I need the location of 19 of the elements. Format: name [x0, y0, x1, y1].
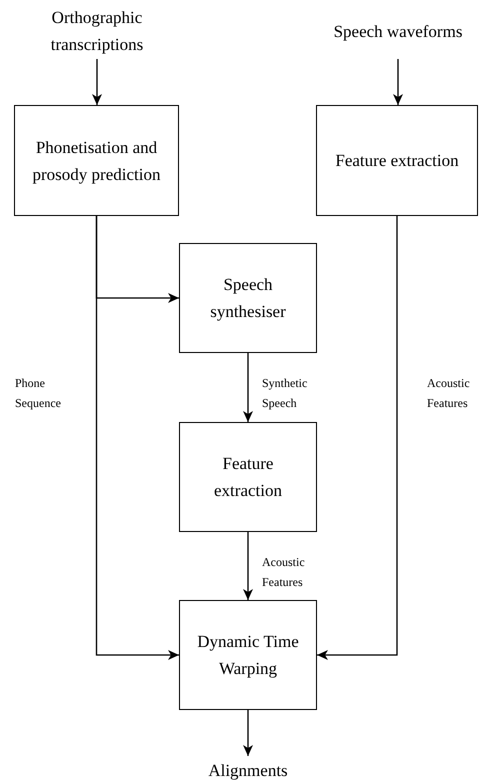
arrow [243, 532, 253, 600]
text-label: Alignments [188, 756, 308, 784]
process-box: Phonetisation and prosody prediction [14, 105, 179, 216]
process-box: Feature extraction [179, 422, 317, 532]
arrow [317, 216, 398, 660]
arrow [243, 353, 253, 422]
process-box: Dynamic Time Warping [179, 600, 317, 710]
edge-label: Acoustic Features [262, 554, 306, 591]
process-box: Speech synthesiser [179, 243, 317, 353]
edge-label: Acoustic Features [427, 375, 471, 412]
arrow [243, 710, 253, 756]
edge-label: Synthetic Speech [262, 375, 308, 412]
arrow [92, 59, 102, 105]
text-label: Speech waveforms [318, 3, 478, 59]
text-label: Orthographic transcriptions [7, 3, 187, 59]
arrow [393, 59, 403, 105]
arrow [96, 216, 179, 660]
process-box: Feature extraction [316, 105, 478, 216]
edge-label: Phone Sequence [15, 375, 62, 412]
